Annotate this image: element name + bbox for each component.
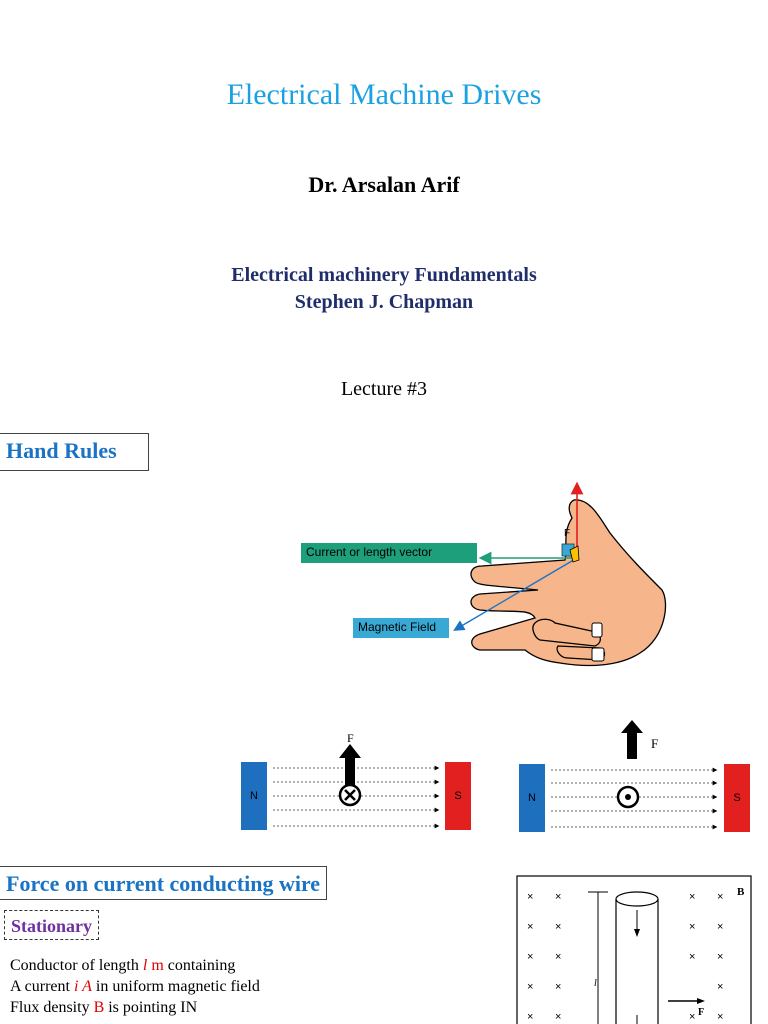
svg-text:×: ×	[555, 891, 561, 903]
section-heading-hand-rules: Hand Rules	[0, 433, 149, 471]
svg-text:×: ×	[555, 921, 561, 933]
section-heading-force: Force on current conducting wire	[0, 866, 328, 900]
svg-text:×: ×	[555, 951, 561, 963]
book-title: Electrical machinery Fundamentals	[231, 264, 537, 286]
fingernail-2	[591, 647, 605, 662]
svg-text:×: ×	[527, 981, 533, 993]
force-up-arrow-2	[621, 720, 643, 759]
page-title: Electrical Machine Drives	[226, 78, 542, 111]
magnetic-field-label: Magnetic Field	[353, 618, 449, 638]
magnet-south-1: S	[445, 762, 471, 830]
current-direction-arrow	[634, 929, 640, 937]
author-name: Dr. Arsalan Arif	[308, 172, 460, 197]
conductor-field-figure: × × × × × × × × × × × × × × × × × × × B l F	[516, 875, 752, 1024]
magnet-north-2: N	[519, 764, 545, 832]
svg-text:×: ×	[689, 951, 695, 963]
magnet-south-2: S	[724, 764, 750, 832]
conductor-cylinder	[615, 899, 659, 1024]
svg-text:×: ×	[555, 981, 561, 993]
svg-text:×: ×	[527, 951, 533, 963]
book-author: Stephen J. Chapman	[294, 291, 474, 313]
force-right-arrow	[697, 998, 705, 1004]
force-label-1: F	[347, 731, 354, 745]
svg-text:×: ×	[527, 921, 533, 933]
force-label: F	[564, 528, 570, 539]
length-label: l	[594, 978, 597, 989]
magnet-north-1: N	[241, 762, 267, 830]
field-into-page-crosses: × × × × × × × × × × × × × × × × × × ×	[527, 891, 723, 1023]
right-hand-rule-figure: F	[453, 481, 667, 667]
force-up-arrow-1	[339, 744, 361, 786]
current-vector-label: Current or length vector	[301, 543, 477, 563]
subheading-stationary: Stationary	[4, 910, 99, 940]
field-lines-diagram-1: F	[273, 731, 440, 829]
svg-text:×: ×	[717, 951, 723, 963]
body-line-2: A current i A in uniform magnetic field	[10, 978, 260, 995]
svg-text:×: ×	[717, 1011, 723, 1023]
lecture-number: Lecture #3	[340, 378, 428, 400]
svg-text:×: ×	[527, 891, 533, 903]
svg-text:×: ×	[555, 1011, 561, 1023]
svg-text:×: ×	[689, 891, 695, 903]
svg-text:×: ×	[689, 1011, 695, 1023]
hand-illustration	[470, 499, 667, 667]
field-label-b: B	[737, 886, 745, 898]
svg-text:×: ×	[717, 891, 723, 903]
magnetic-field-arrow	[453, 557, 578, 631]
fingernail-1	[591, 622, 603, 638]
svg-text:×: ×	[689, 921, 695, 933]
body-line-3: Flux density B is pointing IN	[10, 999, 198, 1016]
thumb-tip	[569, 545, 580, 563]
force-label-2: F	[651, 736, 658, 751]
svg-text:×: ×	[717, 981, 723, 993]
force-label-f: F	[698, 1007, 704, 1018]
field-lines-diagram-2: F	[551, 720, 718, 830]
body-line-1: Conductor of length l m containing	[10, 957, 236, 974]
svg-text:×: ×	[527, 1011, 533, 1023]
svg-text:×: ×	[717, 921, 723, 933]
